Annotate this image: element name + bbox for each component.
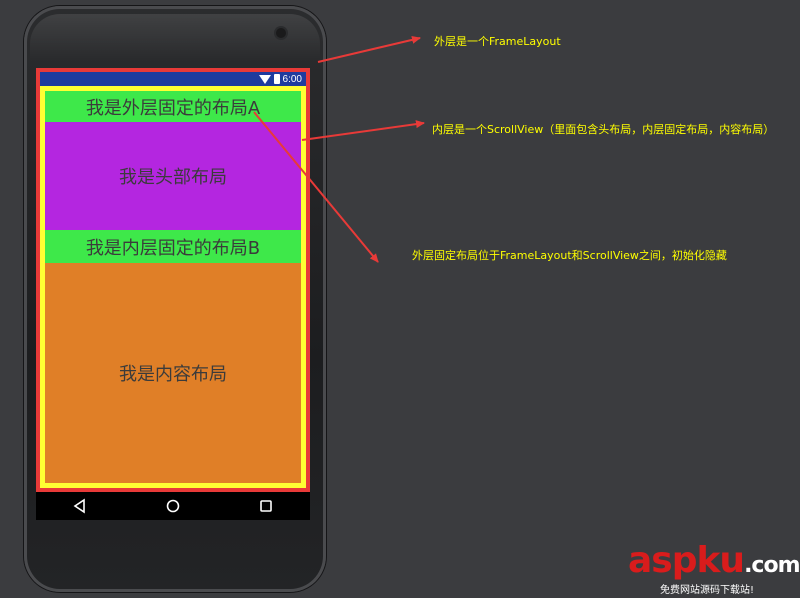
annotation-fixed: 外层固定布局位于FrameLayout和ScrollView之间，初始化隐藏 (412, 249, 727, 262)
content-layout: 我是内容布局 (45, 263, 301, 483)
watermark-sub: 免费网站源码下载站! (660, 585, 755, 596)
recent-apps-icon[interactable] (258, 498, 274, 514)
camera-icon (276, 28, 286, 38)
inner-fixed-layout-label: 我是内层固定的布局B (85, 237, 261, 259)
status-bar: 6:00 (40, 72, 306, 86)
phone-top-highlight (30, 14, 320, 62)
status-time: 6:00 (282, 73, 302, 85)
watermark: aspku.com 免费网站源码下载站! (628, 540, 800, 596)
header-layout-label: 我是头部布局 (119, 167, 227, 188)
annotation-outer: 外层是一个FrameLayout (434, 35, 561, 48)
scrollview-outline (40, 86, 306, 488)
inner-fixed-layout: 我是内层固定的布局B (45, 230, 301, 263)
arrow-inner (301, 120, 425, 141)
header-layout: 我是头部布局 (45, 122, 301, 230)
outer-fixed-layout-label: 我是外层固定的布局A (85, 97, 261, 119)
navigation-bar (36, 492, 310, 520)
watermark-domain: .com (744, 553, 800, 578)
battery-icon (273, 74, 280, 84)
wifi-icon (258, 74, 271, 84)
annotation-inner: 内层是一个ScrollView（里面包含头布局，内层固定布局，内容布局） (432, 123, 775, 136)
content-layout-label: 我是内容布局 (119, 364, 227, 385)
arrow-fixed (253, 111, 379, 263)
home-icon[interactable] (165, 498, 181, 514)
watermark-main: aspku (628, 540, 745, 581)
arrow-outer (317, 35, 421, 63)
back-icon[interactable] (72, 498, 88, 514)
